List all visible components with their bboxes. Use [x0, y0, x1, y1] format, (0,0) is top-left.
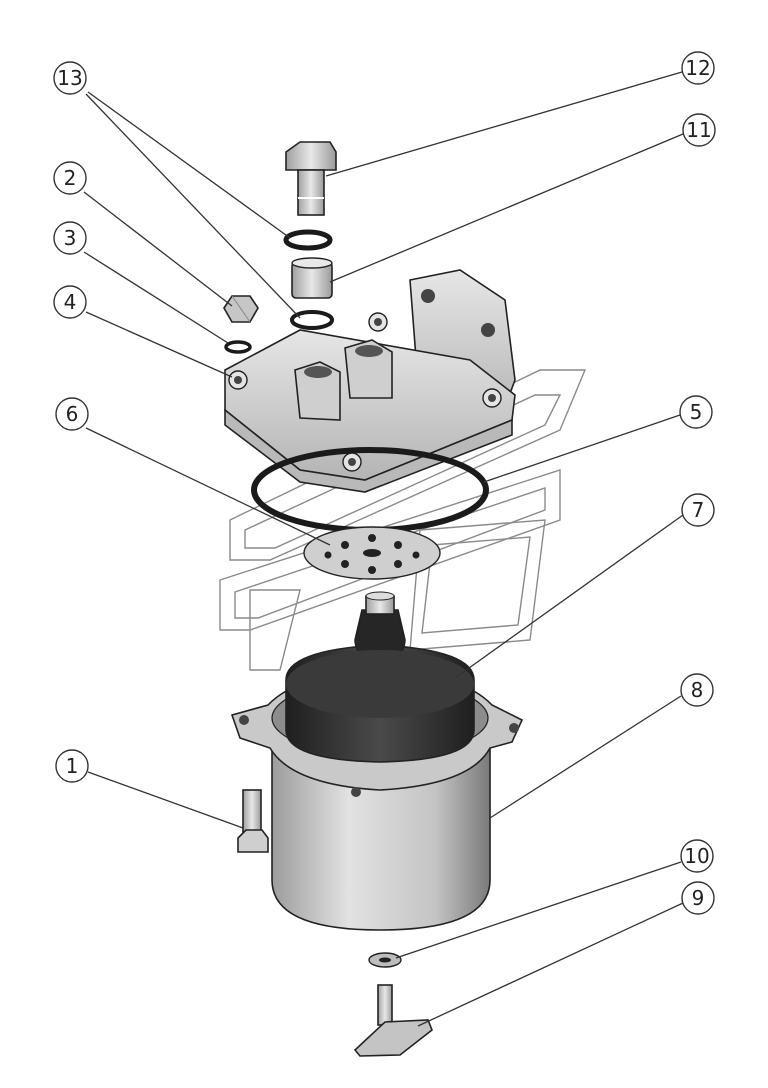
- callout-1: 1: [55, 749, 89, 783]
- callout-6: 6: [55, 397, 89, 431]
- callout-4-label: 4: [64, 290, 77, 314]
- callout-2: 2: [53, 161, 87, 195]
- callout-10: 10: [680, 839, 714, 873]
- callout-7-label: 7: [692, 498, 705, 522]
- leader-lines: [83, 71, 684, 1027]
- callout-8-label: 8: [691, 678, 704, 702]
- part-nut: [223, 295, 259, 323]
- callout-10-label: 10: [684, 844, 709, 868]
- callout-1-label: 1: [66, 754, 79, 778]
- part-filter-element: [285, 591, 475, 763]
- callout-11: 11: [682, 113, 716, 147]
- callout-6-label: 6: [66, 402, 79, 426]
- callout-13-label: 13: [57, 66, 82, 90]
- callout-7: 7: [681, 493, 715, 527]
- part-drain-washer: [368, 952, 402, 968]
- callout-5: 5: [679, 395, 713, 429]
- part-spacer-sleeve: [291, 257, 333, 299]
- part-bolt: [237, 789, 269, 853]
- callout-5-label: 5: [690, 400, 703, 424]
- part-filter-head: [224, 269, 516, 493]
- part-drain-screw: [353, 984, 433, 1057]
- callout-9-label: 9: [692, 886, 705, 910]
- callout-8: 8: [680, 673, 714, 707]
- part-sealing-washers: [283, 229, 334, 330]
- callout-2-label: 2: [64, 166, 77, 190]
- part-small-o-ring: [224, 340, 252, 354]
- callout-9: 9: [681, 881, 715, 915]
- callout-11-label: 11: [686, 118, 711, 142]
- callout-3: 3: [53, 221, 87, 255]
- callout-4: 4: [53, 285, 87, 319]
- callout-3-label: 3: [64, 226, 77, 250]
- callout-12: 12: [681, 51, 715, 85]
- part-banjo-bolt: [285, 141, 337, 216]
- callout-13: 13: [53, 61, 87, 95]
- part-spring-plate: [303, 526, 441, 580]
- callout-12-label: 12: [685, 56, 710, 80]
